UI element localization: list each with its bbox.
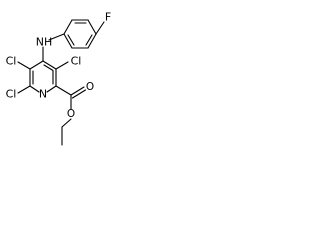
carbonyl-oxygen-label: O — [86, 81, 94, 93]
bond — [63, 19, 73, 35]
bond — [17, 61, 31, 70]
bond — [95, 21, 105, 35]
chlorine-label-left: Cl — [6, 55, 17, 68]
bond — [87, 33, 97, 49]
double-bond-line — [43, 64, 54, 72]
amine-label: NH — [36, 36, 53, 49]
bond — [55, 61, 69, 70]
bond — [17, 85, 31, 94]
bond — [63, 33, 73, 49]
bond — [61, 118, 72, 128]
fluorophenyl-ring — [63, 19, 97, 49]
bond — [87, 19, 97, 35]
bond — [42, 60, 57, 70]
ring-nitrogen-label: N — [39, 88, 47, 101]
bond — [46, 85, 57, 93]
bond — [55, 85, 72, 96]
ester-oxygen-label: O — [67, 108, 75, 120]
fluorine-label: F — [105, 11, 111, 24]
chemical-structure: F NH Cl Cl Cl N O O — [6, 11, 111, 146]
double-bond-line — [85, 34, 93, 46]
chlorine-label-bottom: Cl — [6, 88, 17, 101]
double-bond-line — [70, 86, 85, 96]
bond — [48, 33, 65, 41]
pyridine-ring — [29, 60, 57, 93]
bond — [29, 85, 40, 93]
double-bond-line — [71, 89, 87, 99]
chlorine-label-right: Cl — [71, 55, 82, 68]
bond — [29, 60, 44, 70]
double-bond-line — [67, 34, 75, 46]
